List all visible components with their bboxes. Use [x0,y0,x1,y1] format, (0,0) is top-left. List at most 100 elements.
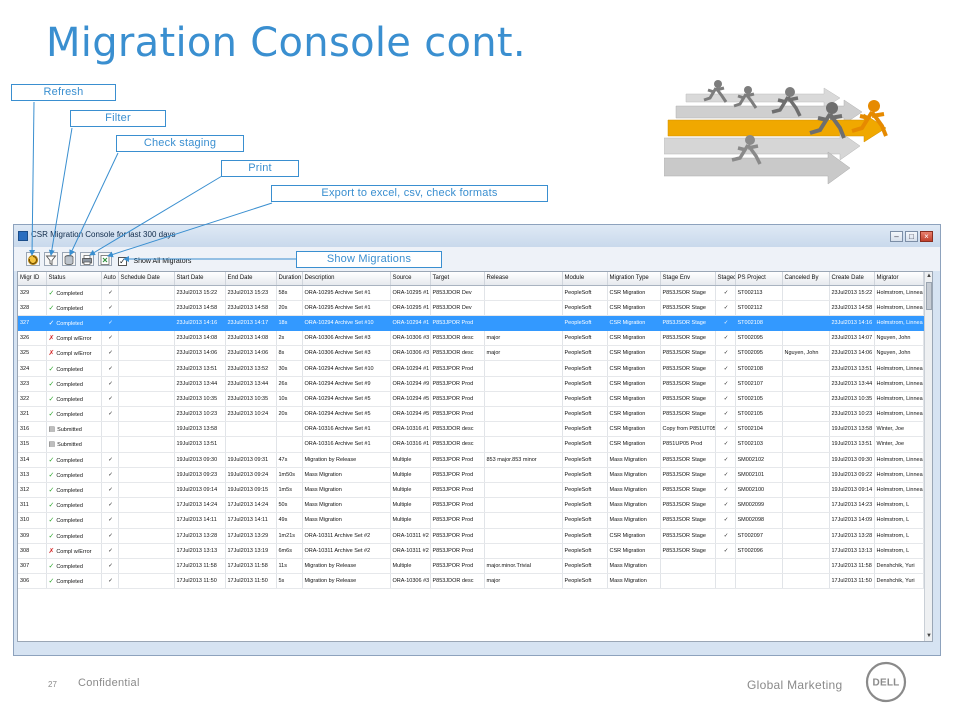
table-cell [484,467,563,483]
table-cell: P853JSOR Stage [660,391,716,408]
table-cell: PeopleSoft [562,482,608,499]
table-cell: 23Jul2013 13:52 [225,360,277,377]
table-cell: 23Jul2013 15:22 [829,285,875,301]
scroll-up-icon[interactable]: ▲ [926,273,932,279]
table-cell [276,436,303,453]
table-cell: ORA-10295 Archive Set #1 [302,300,391,316]
table-cell: 327 [18,315,47,332]
table-cell: CSR Migration [607,285,661,301]
table-cell [782,406,830,423]
column-header[interactable]: Migration Type [607,272,661,286]
export-button[interactable] [98,252,112,266]
show-all-migrators-checkbox[interactable]: ✓ [118,257,127,267]
table-cell: 313 [18,467,47,483]
column-header[interactable]: Start Date [174,272,226,286]
table-cell: major [484,330,563,347]
print-button[interactable] [80,252,94,266]
table-cell: ORA-10294 #5 [390,406,431,423]
column-header[interactable]: Source [390,272,431,286]
column-header[interactable]: Status [46,272,102,286]
table-cell: Mass Migration [607,558,661,575]
column-header[interactable]: Module [562,272,608,286]
maximize-button[interactable]: □ [905,231,918,242]
refresh-button[interactable] [26,252,40,266]
column-header[interactable]: Target [430,272,485,286]
filter-button[interactable] [44,252,58,266]
table-cell [118,421,175,438]
close-button[interactable]: × [920,231,933,242]
table-cell: ORA-10294 Archive Set #5 [302,391,391,408]
table-cell [118,315,175,332]
table-cell: Migration by Release [302,558,391,575]
scroll-down-icon[interactable]: ▼ [926,633,932,639]
slide-number: 27 [48,680,57,689]
column-header[interactable]: Stage Env [660,272,716,286]
table-cell [118,391,175,408]
table-cell: 1m21s [276,528,303,544]
table-cell: Holmstrom, Linnea [874,482,924,499]
column-header[interactable]: Auto [101,272,119,286]
column-header[interactable]: Migrator [874,272,924,286]
toolbar: ✓ Show All Migrators [14,247,940,271]
table-cell: 17Jul2013 14:23 [829,497,875,514]
table-cell [484,528,563,544]
column-header[interactable]: PS Project [735,272,783,286]
check-staging-button[interactable] [62,252,76,266]
table-cell [484,285,563,301]
table-cell: ST002113 [735,285,783,301]
table-cell: 19Jul2013 13:58 [174,421,226,438]
table-cell: 8s [276,345,303,362]
column-header[interactable]: Migr ID [18,272,47,286]
column-header[interactable]: Description [302,272,391,286]
vertical-scrollbar[interactable]: ▲ ▼ [924,272,932,641]
table-cell: ST002104 [735,421,783,438]
column-header[interactable]: Canceled By [782,272,830,286]
column-header[interactable]: Create Date [829,272,875,286]
table-cell: Migration by Release [302,452,391,468]
table-cell: 19Jul2013 09:23 [174,467,226,483]
status-text: Completed [56,320,83,327]
table-cell: 17Jul2013 13:29 [225,528,277,544]
table-cell: 17Jul2013 11:58 [829,558,875,575]
table-cell: ✓ Completed [46,376,102,392]
table-cell: ✓ Completed [46,558,102,575]
table-cell: Winter, Joe [874,421,924,438]
column-header[interactable]: Staged [715,272,736,286]
column-header[interactable]: Release [484,272,563,286]
export-callout: Export to excel, csv, check formats [271,185,548,202]
table-cell: P851UP05 Prod [660,436,716,453]
table-cell: 328 [18,300,47,316]
column-header[interactable]: Duration [276,272,303,286]
minimize-button[interactable]: – [890,231,903,242]
table-cell: Multiple [390,482,431,499]
table-cell [484,300,563,316]
column-header[interactable]: End Date [225,272,277,286]
table-cell [118,345,175,362]
show-all-migrators-toggle[interactable]: ✓ Show All Migrators [118,253,191,271]
table-cell: Winter, Joe [874,436,924,453]
column-header[interactable]: Schedule Date [118,272,175,286]
status-text: Completed [56,305,83,312]
scroll-thumb[interactable] [926,282,932,310]
